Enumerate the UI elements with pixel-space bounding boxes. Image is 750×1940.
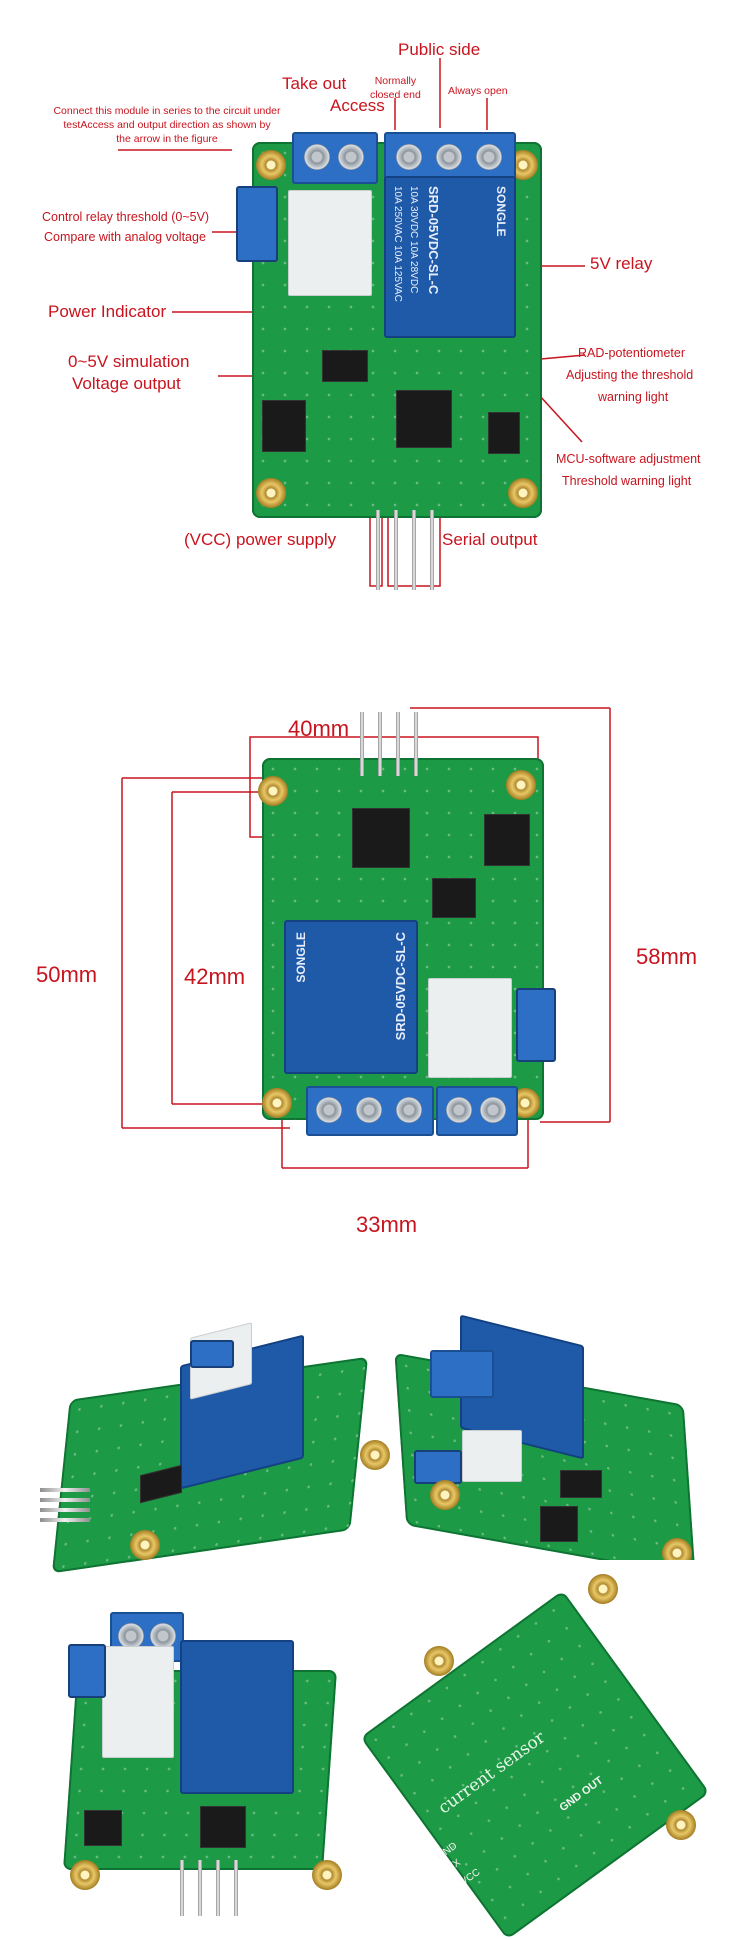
relay-model: SRD-05VDC-SL-C bbox=[393, 932, 408, 1041]
label-serial-output: Serial output bbox=[442, 530, 538, 549]
terminal-block-relay bbox=[306, 1086, 434, 1136]
dimension-right: 58mm bbox=[636, 944, 698, 969]
product-photo-1 bbox=[40, 1310, 390, 1590]
chip-driver bbox=[488, 412, 520, 454]
label-mcu-adjust: MCU-software adjustment bbox=[556, 452, 701, 466]
label-power-indicator: Power Indicator bbox=[48, 302, 167, 321]
label-access: Access bbox=[330, 96, 385, 115]
mount-hole bbox=[256, 478, 286, 508]
relay-5v: SONGLE 10A 250VAC 10A 125VAC 10A 30VDC 1… bbox=[384, 176, 516, 338]
current-sensor-block bbox=[288, 190, 372, 296]
label-connect-note: Connect this module in series to the cir… bbox=[53, 105, 281, 145]
header-pins bbox=[372, 500, 442, 590]
mount-hole bbox=[256, 150, 286, 180]
mount-hole bbox=[506, 770, 536, 800]
label-warning-light: warning light bbox=[598, 390, 669, 404]
label-normally-closed: Normally closed end bbox=[370, 75, 421, 101]
chip-ic bbox=[322, 350, 368, 382]
header-pins bbox=[356, 712, 426, 782]
relay-model: SRD-05VDC-SL-C bbox=[426, 186, 441, 295]
chip-regulator bbox=[484, 814, 530, 866]
relay-5v: SRD-05VDC-SL-C SONGLE bbox=[284, 920, 418, 1074]
label-vcc-supply: (VCC) power supply bbox=[184, 530, 337, 549]
mount-hole bbox=[258, 776, 288, 806]
relay-rating-1: 10A 250VAC 10A 125VAC bbox=[392, 186, 403, 302]
label-sim-output-2: Voltage output bbox=[72, 374, 181, 393]
potentiometer bbox=[516, 988, 556, 1062]
label-5v-relay: 5V relay bbox=[590, 254, 653, 273]
label-take-out: Take out bbox=[282, 74, 347, 93]
label-rad-pot: RAD-potentiometer bbox=[578, 346, 685, 360]
pcb-back: current sensor GND OUT bbox=[360, 1590, 710, 1940]
label-adjust-threshold: Adjusting the threshold bbox=[566, 368, 694, 382]
chip-regulator bbox=[262, 400, 306, 452]
dimension-left-inner: 42mm bbox=[184, 964, 246, 989]
chip-mcu bbox=[396, 390, 452, 448]
current-sensor-block bbox=[428, 978, 512, 1078]
product-photo-3 bbox=[50, 1610, 350, 1930]
relay-brand: SONGLE bbox=[294, 932, 308, 983]
dimension-bottom: 33mm bbox=[356, 1212, 418, 1237]
label-sim-output-1: 0~5V simulation bbox=[68, 352, 190, 371]
label-threshold-warning: Threshold warning light bbox=[562, 474, 692, 488]
product-photo-4: current sensor GND OUT GND TX VCC bbox=[360, 1560, 720, 1940]
terminal-block-input bbox=[292, 132, 378, 184]
dimension-top: 40mm bbox=[288, 716, 350, 741]
chip-ic bbox=[352, 808, 410, 868]
label-control-relay: Control relay threshold (0~5V) bbox=[42, 210, 210, 224]
label-always-open: Always open bbox=[448, 85, 508, 97]
dimension-lines bbox=[121, 707, 611, 1169]
relay-rating-2: 10A 30VDC 10A 28VDC bbox=[408, 186, 419, 294]
label-public-side: Public side bbox=[398, 40, 481, 59]
label-compare: Compare with analog voltage bbox=[44, 230, 206, 244]
mount-hole bbox=[262, 1088, 292, 1118]
terminal-block-input bbox=[436, 1086, 518, 1136]
potentiometer bbox=[236, 186, 278, 262]
product-photo-2 bbox=[390, 1310, 710, 1578]
dimension-left-outer: 50mm bbox=[36, 962, 98, 987]
chip-mcu bbox=[432, 878, 476, 918]
relay-brand: SONGLE bbox=[494, 186, 508, 237]
terminal-block-relay bbox=[384, 132, 516, 184]
mount-hole bbox=[508, 478, 538, 508]
